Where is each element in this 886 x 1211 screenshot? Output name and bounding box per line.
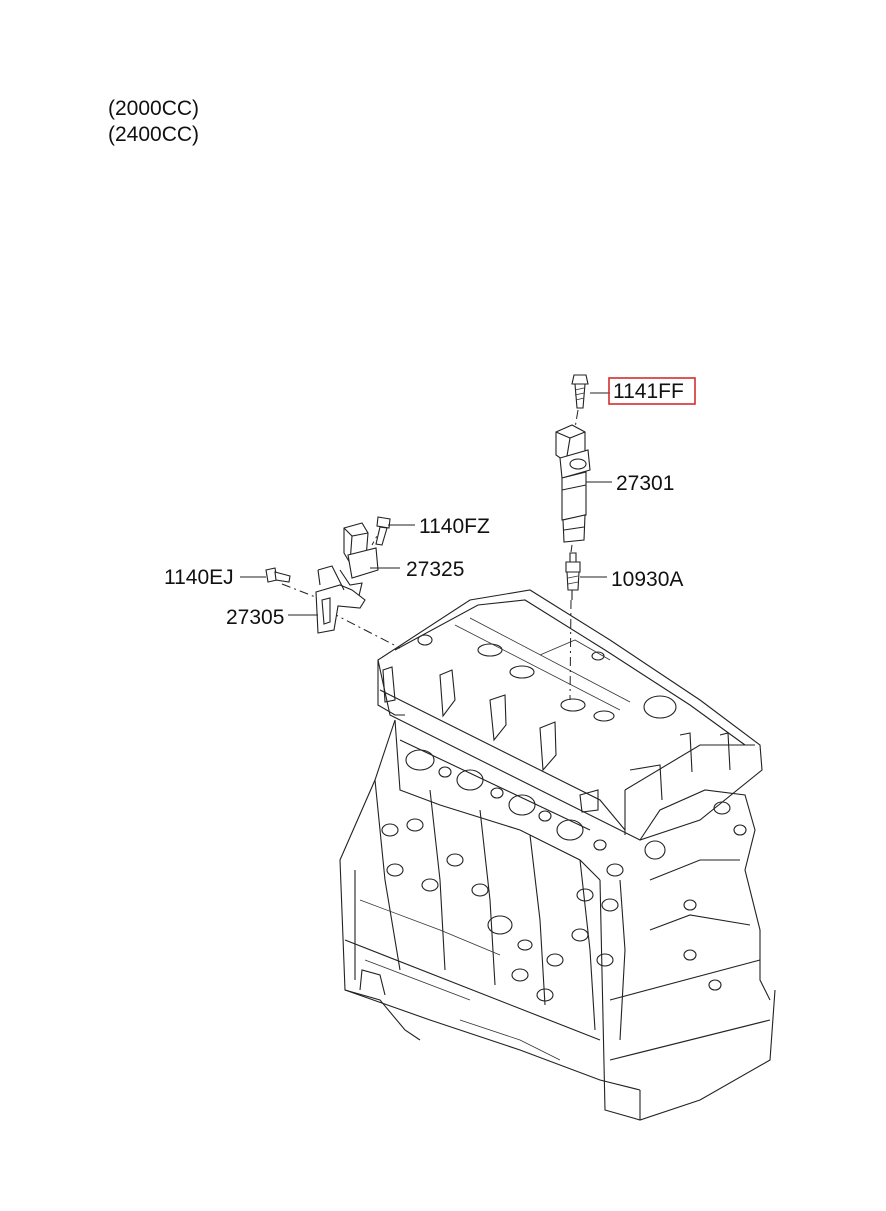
callout-bracket[interactable]: 27305 [226,606,284,629]
callout-bolt-1140ej[interactable]: 1140EJ [164,566,234,589]
header-line-2400cc: (2400CC) [108,123,200,146]
spark-plug-part [565,552,581,600]
bolt-1141ff-part [571,374,589,409]
callout-ignition-coil[interactable]: 27301 [616,472,674,495]
highlight-box [608,377,696,405]
ignition-coil-part [555,424,591,543]
callout-spark-plug[interactable]: 10930A [611,568,683,591]
engine-assembly [339,589,776,1121]
callout-bolt-1140fz[interactable]: 1140FZ [419,515,490,538]
cam-sensor-part [339,522,379,601]
callout-cam-sensor[interactable]: 27325 [406,558,464,581]
bolt-1140ej-part [265,567,291,583]
bolt-1140fz-part [375,516,391,546]
callout-bolt-1141ff[interactable]: 1141FF [613,380,684,403]
leader-lines [240,392,612,616]
bracket-part [315,565,366,634]
header-line-2000cc: (2000CC) [108,97,200,120]
